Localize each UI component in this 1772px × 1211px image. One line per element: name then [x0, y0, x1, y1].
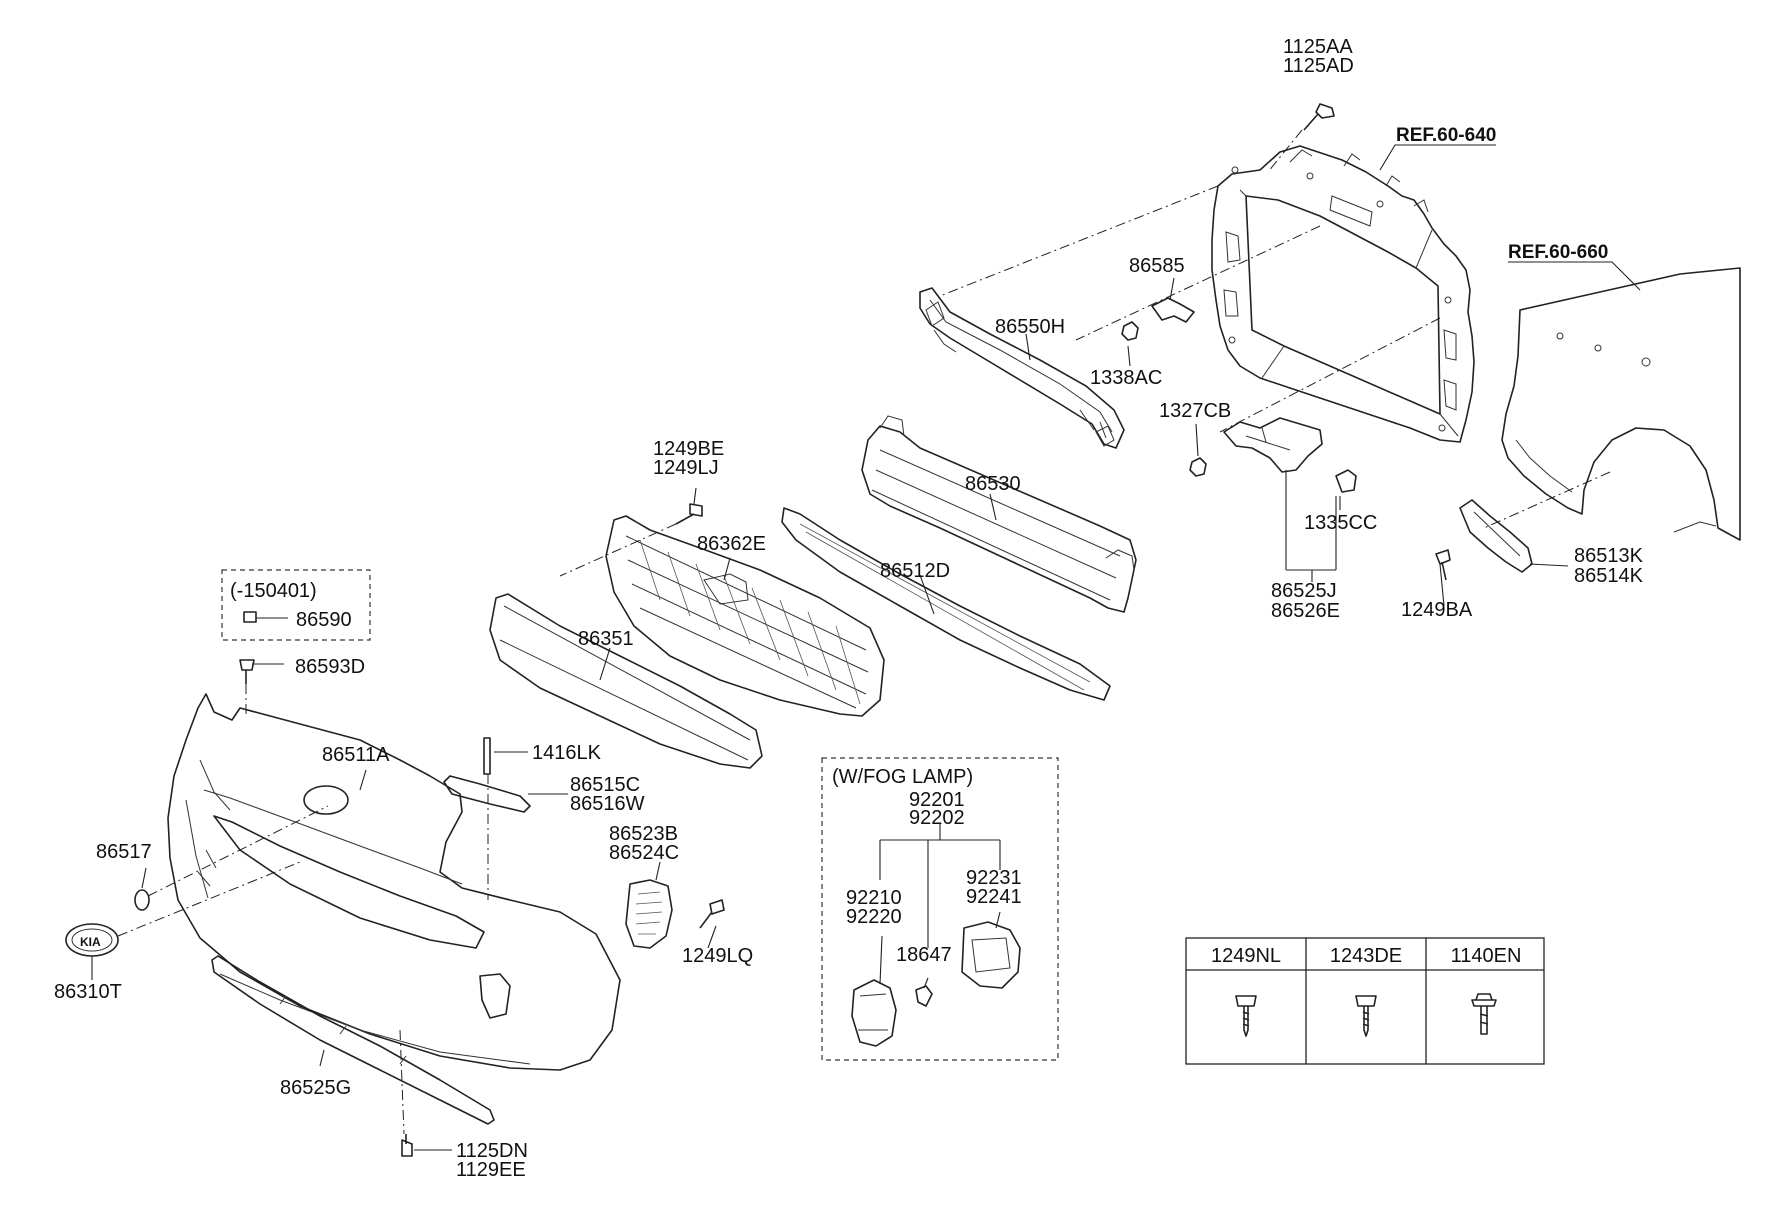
bracket-86550h: [919, 287, 1125, 449]
label-86590: 86590: [296, 609, 352, 631]
label-92220: 92220: [846, 906, 902, 928]
variant-box: [221, 569, 371, 641]
front-fender: [1501, 267, 1741, 541]
label-1249lq: 1249LQ: [682, 945, 753, 967]
bolt-1416lk: [483, 737, 491, 775]
label-86516w: 86516W: [570, 793, 645, 815]
svg-text:KIA: KIA: [80, 935, 101, 949]
label-86515c: 86515C: [570, 774, 640, 796]
label-1125dn: 1125DN: [456, 1140, 528, 1162]
fog-lamp-92201: [851, 979, 897, 1047]
grille-molding-86351: [489, 593, 763, 769]
lower-lip-86525g: [211, 955, 495, 1125]
label-86530: 86530: [965, 473, 1021, 495]
label-1249be: 1249BE: [653, 438, 724, 460]
tow-hook-cover-86517: [134, 889, 150, 911]
nut-1327cb: [1189, 457, 1207, 477]
label-1335cc: 1335CC: [1304, 512, 1377, 534]
nut-1338ac: [1121, 321, 1139, 341]
table-header-1140en: 1140EN: [1451, 945, 1522, 967]
emblem-86310t: KIA: [65, 923, 119, 957]
label-86511a: 86511A: [322, 744, 390, 766]
label-86362e: 86362E: [697, 533, 766, 555]
label-1125ad: 1125AD: [1283, 55, 1354, 77]
label-1416lk: 1416LK: [532, 742, 602, 764]
label-1125aa: 1125AA: [1283, 36, 1353, 58]
label-18647: 18647: [896, 944, 952, 966]
label-86525j: 86525J: [1271, 580, 1337, 602]
label-86526e: 86526E: [1271, 600, 1340, 622]
bumper-beam-86530: [861, 415, 1137, 613]
label-86550h: 86550H: [995, 316, 1065, 338]
label-86310t: 86310T: [54, 981, 122, 1003]
bumper-cover-86511a: [167, 693, 621, 1071]
part-labels: REF.60-640 REF.60-660 1125AA 1125AD 8658…: [54, 36, 1644, 1181]
label-92202: 92202: [909, 807, 965, 829]
table-header-1249nl: 1249NL: [1211, 945, 1281, 967]
ref-label-640: REF.60-640: [1396, 125, 1496, 146]
label-fog-lamp-title: (W/FOG LAMP): [832, 766, 973, 788]
label-86517: 86517: [96, 841, 152, 863]
alignment-lines: [117, 129, 1611, 1135]
label-92210: 92210: [846, 887, 902, 909]
bolt-1125aa: [1303, 103, 1335, 131]
label-86525g: 86525G: [280, 1077, 351, 1099]
leader-lines: [91, 144, 1641, 1151]
clip-86593d: [239, 659, 255, 684]
bracket-86585: [1151, 297, 1195, 323]
bolt-1249be: [675, 503, 703, 525]
drl-cover-86523b: [625, 879, 673, 949]
label-86351: 86351: [578, 628, 634, 650]
clip-86590: [243, 611, 257, 623]
label-86513k: 86513K: [1574, 545, 1644, 567]
lower-garnish-86512d: [781, 507, 1111, 701]
label-1338ac: 1338AC: [1090, 367, 1162, 389]
bolt-1125dn: [401, 1134, 413, 1157]
bulb-18647: [915, 985, 933, 1007]
clip-1335cc: [1335, 469, 1357, 493]
label-92241: 92241: [966, 886, 1022, 908]
label-86524c: 86524C: [609, 842, 679, 864]
ref-label-660: REF.60-660: [1508, 242, 1608, 263]
radiator-grille-86362e: [605, 515, 885, 717]
flange-bolt-icon: [1471, 993, 1497, 1035]
fog-lamp-bracket-92231: [961, 921, 1021, 989]
screw-icon: [1235, 995, 1257, 1037]
label-92201: 92201: [909, 789, 965, 811]
label-92231: 92231: [966, 867, 1022, 889]
label-86593d: 86593D: [295, 656, 365, 678]
label-1249ba: 1249BA: [1401, 599, 1473, 621]
bolt-1249ba: [1435, 549, 1451, 581]
label-86512d: 86512D: [880, 560, 950, 582]
bracket-86525j: [1223, 417, 1323, 473]
bolt-1249lq: [699, 899, 725, 929]
label-150401: (-150401): [230, 580, 317, 602]
fog-lamp-box: [821, 757, 1059, 1061]
radiator-support: [1211, 145, 1475, 443]
bracket-86513k: [1459, 499, 1533, 573]
table-header-1243de: 1243DE: [1330, 945, 1402, 967]
label-1327cb: 1327CB: [1159, 400, 1231, 422]
label-1129ee: 1129EE: [456, 1159, 526, 1181]
fastener-table: 1249NL 1243DE 1140EN: [1185, 937, 1545, 1065]
label-1249lj: 1249LJ: [653, 457, 719, 479]
label-86514k: 86514K: [1574, 565, 1644, 587]
label-86585: 86585: [1129, 255, 1185, 277]
label-86523b: 86523B: [609, 823, 678, 845]
screw-icon: [1355, 995, 1377, 1037]
garnish-86515c: [443, 775, 531, 813]
